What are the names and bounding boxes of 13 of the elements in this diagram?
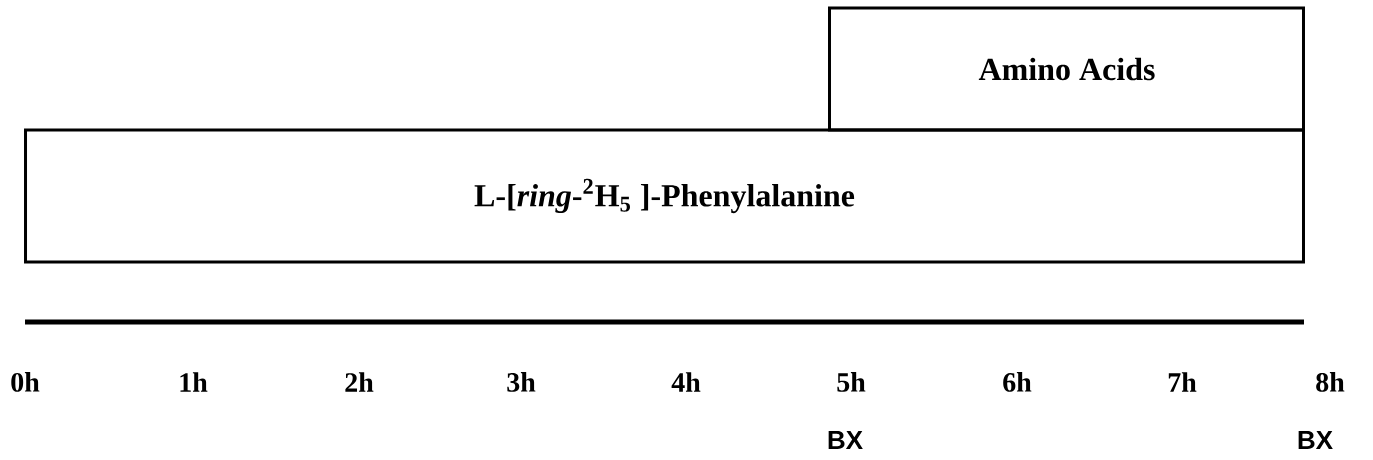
phase-box: Amino Acids bbox=[828, 6, 1305, 132]
time-label: 8h bbox=[1316, 372, 1345, 392]
time-label: 5h bbox=[837, 372, 866, 392]
time-label: 7h bbox=[1168, 372, 1197, 392]
time-label: 4h bbox=[671, 372, 701, 392]
event-label: BX bbox=[1298, 431, 1333, 449]
phase-box: L-[ring-$^{2}$H$_{5}$ ]-Phenylalanine bbox=[24, 128, 1305, 264]
time-label: 6h bbox=[1003, 372, 1032, 392]
time-label: 3h bbox=[507, 372, 536, 392]
event-label: BX bbox=[828, 431, 863, 449]
time-label: 0h bbox=[11, 372, 40, 392]
time-label: 2h bbox=[345, 372, 374, 392]
time-label: 1h bbox=[180, 372, 208, 392]
